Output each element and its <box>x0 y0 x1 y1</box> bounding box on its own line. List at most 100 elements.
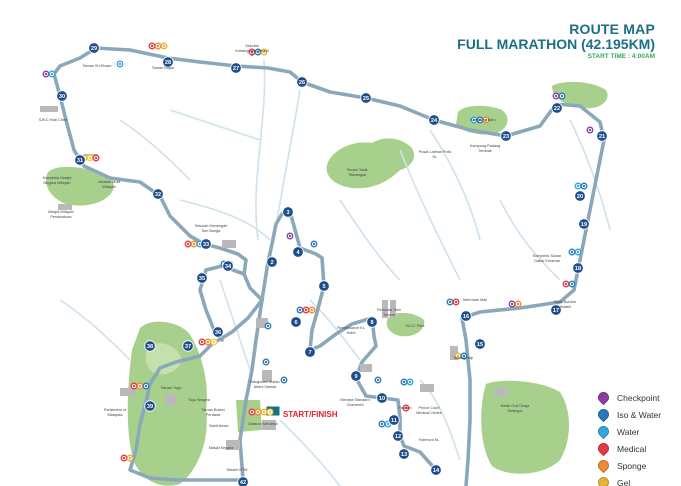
km-marker: 11 <box>388 414 400 426</box>
place-label: Dataran Merdeka <box>248 422 278 426</box>
km-marker: 35 <box>196 272 208 284</box>
place-label: Prince Court Medical Centre <box>416 406 442 415</box>
km-marker: 3 <box>282 206 294 218</box>
building-icon <box>226 440 240 450</box>
km-marker: 19 <box>578 218 590 230</box>
map-pin-icon <box>42 70 50 78</box>
place-label: KLCC Park <box>405 324 425 328</box>
km-marker-label: 10 <box>379 396 385 402</box>
place-label: Tugu Negara <box>187 398 211 402</box>
road <box>59 299 131 361</box>
map-pin-icon <box>595 406 612 423</box>
park-titiwangsa <box>326 138 415 189</box>
building-icon <box>58 204 72 210</box>
map-pin-icon <box>198 338 206 346</box>
km-marker-label: 7 <box>308 350 311 356</box>
map-pin-icon <box>558 92 566 100</box>
road <box>399 149 461 281</box>
km-marker: 34 <box>222 260 234 272</box>
km-marker-label: 20 <box>577 194 583 200</box>
map-pin-icon <box>595 440 612 457</box>
km-marker-label: 34 <box>225 264 232 270</box>
building-icon <box>40 106 58 112</box>
map-pin-icon <box>568 248 576 256</box>
place-label: Taman Botani Perdana <box>201 408 225 417</box>
km-marker-label: 35 <box>199 276 205 282</box>
road <box>169 109 261 141</box>
aid-station-pins <box>42 42 594 462</box>
building-icon <box>262 370 272 382</box>
km-marker-label: 21 <box>599 134 605 140</box>
map-pin-icon <box>460 352 468 360</box>
km-marker: 4 <box>292 246 304 258</box>
km-marker-label: 15 <box>477 342 483 348</box>
km-marker: 39 <box>144 400 156 412</box>
km-marker-label: 17 <box>553 308 559 314</box>
place-label: Masjid Negara <box>208 446 234 450</box>
park-tasik <box>552 81 608 109</box>
map-pin-icon <box>508 300 516 308</box>
legend-label: Iso & Water <box>617 409 662 420</box>
place-label: Stesen KTM <box>226 468 248 472</box>
map-pin-icon <box>574 248 582 256</box>
map-pin-icon <box>302 306 310 314</box>
building-icon <box>222 240 236 248</box>
map-pin-icon <box>148 42 156 50</box>
place-label: Renaissance KL Hotel <box>337 326 365 335</box>
map-pin-icon <box>86 154 94 162</box>
place-label: Bukit Aman <box>209 424 229 428</box>
place-label: Taman Tugu <box>160 386 182 390</box>
legend-item: Water <box>595 423 681 440</box>
km-marker-label: 14 <box>433 468 440 474</box>
building-icon <box>450 346 458 360</box>
map-pin-icon <box>266 408 274 416</box>
map-pin-icon <box>260 48 268 56</box>
place-label: Taman Kapar <box>151 66 175 70</box>
road <box>119 119 191 181</box>
map-pin-icon <box>136 382 144 390</box>
km-marker-label: 37 <box>185 344 191 350</box>
map-pin-icon <box>210 338 218 346</box>
park-klcc <box>386 312 425 337</box>
km-marker: 32 <box>152 188 164 200</box>
place-label: Kampung Baru <box>470 118 496 122</box>
place-label: Taman Sri Ehsan <box>82 64 112 68</box>
km-marker-label: 6 <box>294 320 297 326</box>
km-marker-label: 30 <box>59 94 65 100</box>
km-marker: 6 <box>290 316 302 328</box>
place-label: Jabatan Mufti Wilayah <box>97 180 121 189</box>
km-marker: 7 <box>304 346 316 358</box>
building-icon <box>360 364 372 372</box>
km-marker-label: 25 <box>363 96 369 102</box>
km-marker-label: 11 <box>391 418 397 424</box>
km-marker-label: 3 <box>286 210 289 216</box>
map-pin-icon <box>92 154 100 162</box>
start-finish-label: START/FINISH <box>283 410 338 419</box>
km-marker-label: 39 <box>147 404 153 410</box>
km-marker: 38 <box>144 340 156 352</box>
map-pin-icon <box>310 240 318 248</box>
legend-item: Gel <box>595 474 681 486</box>
km-markers: 2345678910111213141516171819202122232425… <box>56 42 608 486</box>
marathon-route-north <box>238 210 438 482</box>
road <box>339 199 401 281</box>
km-marker-label: 42 <box>240 480 246 486</box>
map-pin-icon <box>260 408 268 416</box>
map-pin-icon <box>160 42 168 50</box>
map-pin-icon <box>126 454 134 462</box>
landmarks-layer <box>40 106 508 450</box>
road <box>219 279 251 371</box>
park-tugu <box>145 343 182 375</box>
road <box>179 199 271 241</box>
km-marker: 20 <box>574 190 586 202</box>
km-marker-label: 29 <box>91 46 97 52</box>
place-label: Balai Bomba Jelatek <box>554 300 576 309</box>
map-pin-icon <box>248 408 256 416</box>
km-marker-label: 33 <box>203 242 209 248</box>
legend-label: Water <box>617 426 640 437</box>
km-marker: 30 <box>56 90 68 102</box>
place-label: Kelab Golf Diraja Selangor <box>500 404 530 413</box>
map-pin-icon <box>184 240 192 248</box>
map-pin-icon <box>154 42 162 50</box>
